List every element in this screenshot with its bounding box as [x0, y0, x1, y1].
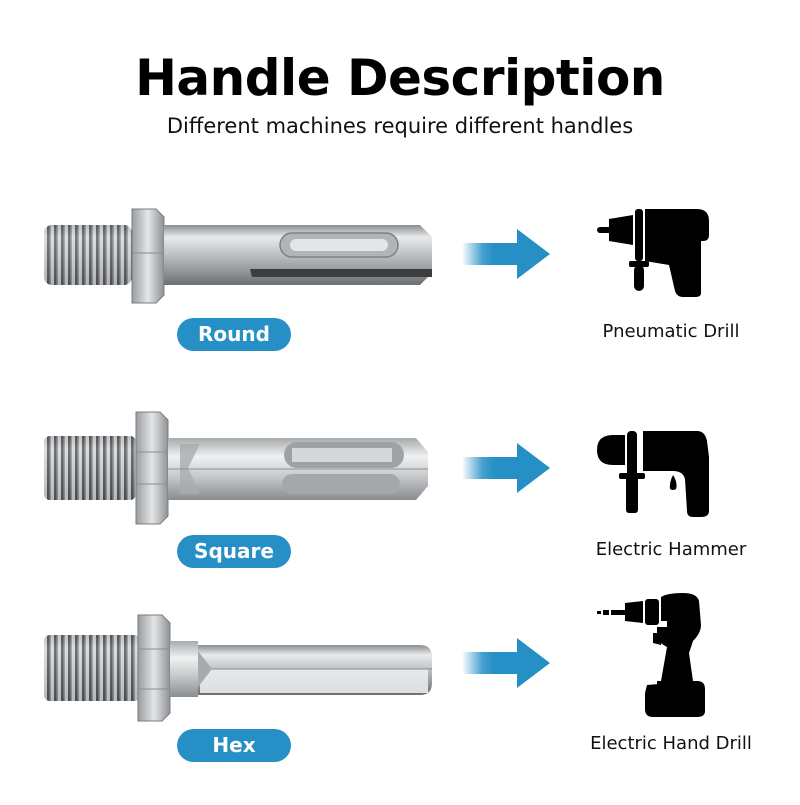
page-subtitle: Different machines require different han…	[166, 114, 634, 138]
arrow-right-icon	[462, 638, 550, 688]
pneumatic-drill-icon	[597, 209, 709, 297]
tool-name-label: Pneumatic Drill	[602, 321, 740, 342]
electric-hammer-icon	[597, 431, 709, 517]
tool-name-label: Electric Hammer	[595, 539, 747, 560]
handle-row-square: Square Electric Hammer	[0, 405, 800, 605]
arrow-right-icon	[462, 443, 550, 493]
handle-type-badge: Round	[177, 318, 291, 351]
handle-type-badge: Hex	[177, 729, 291, 762]
cordless-drill-icon	[597, 593, 705, 717]
tool-name-label: Electric Hand Drill	[590, 733, 752, 754]
handle-row-hex: Hex Electric Hand Drill	[0, 593, 800, 805]
handle-type-badge: Square	[177, 535, 291, 568]
page-title: Handle Description	[135, 49, 665, 107]
square-handle-adapter-image	[44, 411, 428, 525]
handle-row-round: Round Pneumatic Drill	[0, 195, 800, 395]
arrow-right-icon	[462, 229, 550, 279]
round-handle-adapter-image	[44, 208, 432, 304]
hex-handle-adapter-image	[44, 614, 432, 722]
